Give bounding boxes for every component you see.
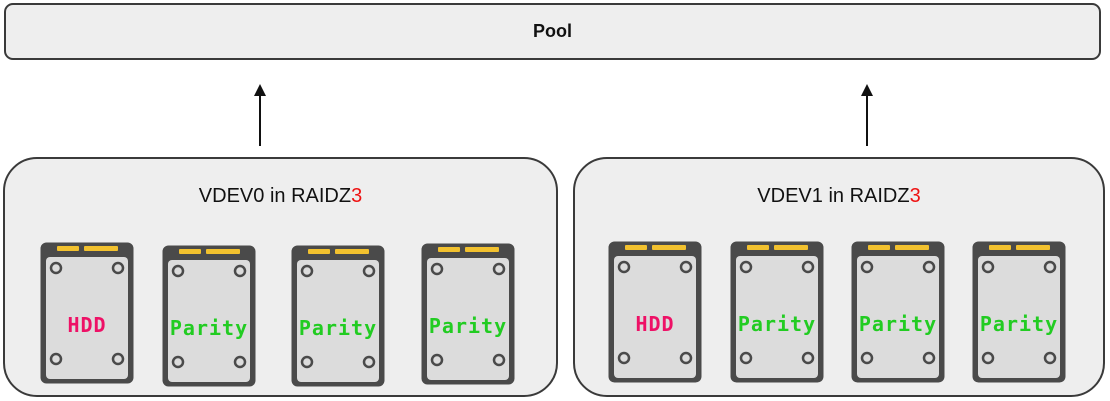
hdd-icon: Parity (971, 240, 1067, 384)
arrow-up-icon (861, 84, 873, 146)
disk-label: Parity (428, 314, 508, 338)
vdev-title: VDEV0 in RAIDZ3 (5, 185, 556, 208)
hdd-icon: Parity (161, 244, 257, 388)
vdev-box-1: VDEV1 in RAIDZ3 HDD Parity Parity Parity (573, 157, 1105, 397)
arrow-up-icon (254, 84, 266, 146)
disk-label: Parity (737, 312, 817, 336)
vdev-name: VDEV1 in RAIDZ (757, 185, 910, 207)
disk-label: Parity (979, 312, 1059, 336)
hdd-icon: HDD (607, 240, 703, 384)
hdd-icon: HDD (39, 241, 135, 385)
hdd-icon: Parity (420, 242, 516, 386)
disk-label: HDD (67, 313, 107, 337)
pool-box: Pool (4, 3, 1101, 60)
raid-level: 3 (351, 185, 363, 207)
vdev-box-0: VDEV0 in RAIDZ3 HDD Parity Parity Parity (3, 157, 558, 397)
pool-label: Pool (533, 21, 572, 41)
hdd-icon: Parity (290, 244, 386, 388)
disk-label: Parity (169, 316, 249, 340)
disk-label: Parity (858, 312, 938, 336)
disk-label: Parity (298, 316, 378, 340)
vdev-name: VDEV0 in RAIDZ (198, 185, 352, 207)
disk-label: HDD (635, 312, 675, 336)
hdd-icon: Parity (729, 240, 825, 384)
raid-level: 3 (909, 185, 921, 207)
hdd-icon: Parity (850, 240, 946, 384)
vdev-title: VDEV1 in RAIDZ3 (575, 185, 1103, 208)
